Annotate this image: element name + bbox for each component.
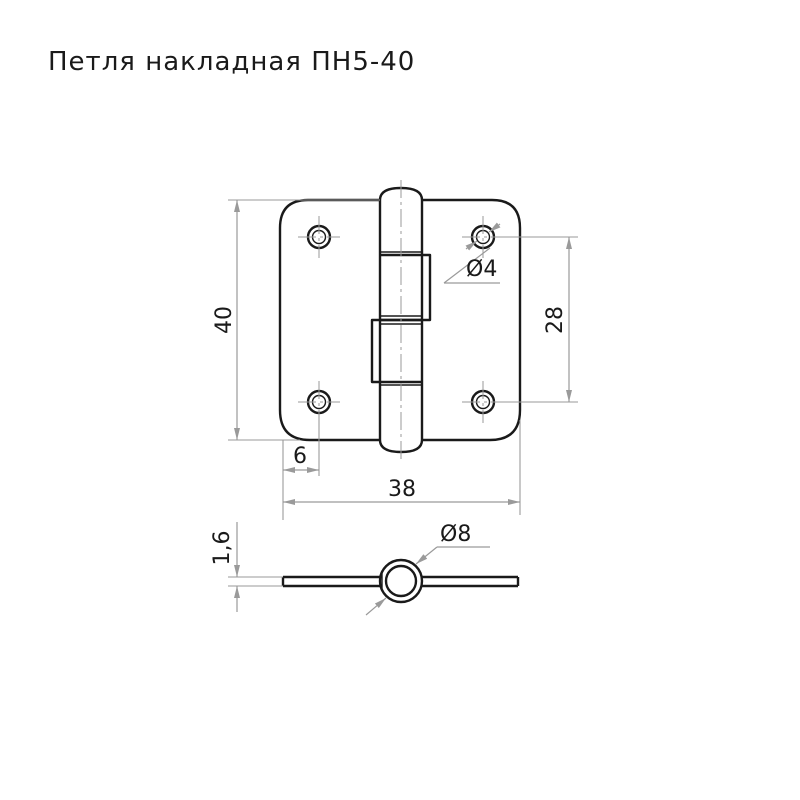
hinge-front-view	[278, 180, 522, 460]
dimension-hole-spacing: 28	[495, 236, 578, 403]
dimension-hole-diameter: Ø4	[443, 222, 501, 284]
side-leaf-right	[422, 575, 520, 588]
side-knuckle-outer	[378, 558, 424, 604]
side-knuckle-inner	[384, 564, 418, 598]
dimension-height: 40	[212, 199, 380, 441]
dimension-knuckle-diameter: Ø8	[365, 522, 490, 616]
dimension-height-label: 40	[212, 306, 237, 334]
drawing-title: Петля накладная ПН5-40	[48, 47, 415, 77]
dimension-hole-spacing-label: 28	[543, 306, 568, 334]
dimension-hole-offset-label: 6	[293, 444, 307, 469]
dimension-knuckle-diameter-label: Ø8	[440, 522, 471, 547]
knuckle-segment-lower	[370, 318, 422, 384]
dimension-hole-diameter-label: Ø4	[466, 257, 497, 282]
mounting-hole	[462, 381, 520, 423]
dimension-thickness-label: 1,6	[210, 531, 235, 566]
dimension-hole-offset: 6	[282, 414, 320, 520]
hinge-side-view	[281, 558, 520, 604]
mounting-hole	[462, 216, 520, 258]
dimension-width: 38	[283, 420, 521, 515]
side-leaf-left	[281, 575, 380, 588]
dimension-thickness: 1,6	[210, 522, 283, 612]
dimension-width-label: 38	[388, 477, 416, 502]
right-leaf-outline	[422, 198, 522, 442]
mounting-hole	[298, 216, 340, 258]
knuckle-outline	[378, 186, 424, 454]
left-leaf-outline	[278, 198, 380, 442]
